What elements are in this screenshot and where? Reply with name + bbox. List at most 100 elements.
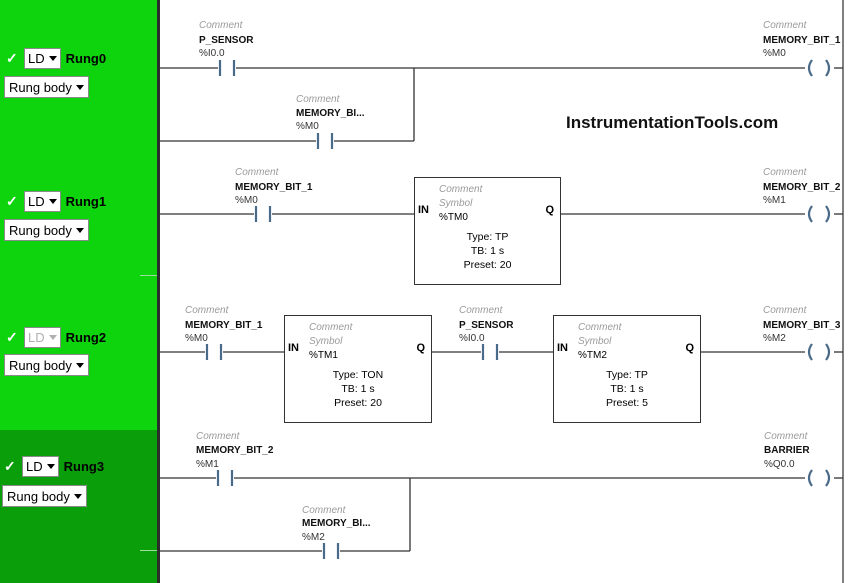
language-dropdown[interactable]: LD [24,327,61,348]
contact-comment: Comment [185,305,229,316]
checkmark-icon[interactable]: ✓ [6,50,18,66]
contact-address: %M0 [235,195,258,206]
timer-comment: Comment [578,322,622,333]
timer-symbol: Symbol [309,336,343,347]
coil-address: %M1 [763,195,786,206]
checkmark-icon[interactable]: ✓ [6,193,18,209]
rung-body-label: Rung body [7,488,70,504]
coil-comment: Comment [763,20,807,31]
rung1-header[interactable] [0,141,157,288]
contact-tag[interactable]: MEMORY_BIT_2 [196,445,274,456]
timer-params: Type: TP TB: 1 s Preset: 5 [554,368,700,410]
timer-symbol: Symbol [578,336,612,347]
timer-timebase: TB: 1 s [610,383,644,395]
rung-body-dropdown[interactable]: Rung body [2,485,87,507]
timer-timebase: TB: 1 s [470,245,505,257]
contact-tag[interactable]: MEMORY_BI... [296,108,365,119]
timer-symbol: Symbol [439,198,473,209]
language-value: LD [28,51,45,66]
power-rail-left [157,0,160,583]
caret-down-icon [75,84,84,90]
timer-type: Type: TP [466,231,509,243]
timer-block-tm2[interactable]: IN Q Comment Symbol %TM2 Type: TP TB: 1 … [553,315,701,423]
sidebar-divider [140,275,157,276]
contact-address: %I0.0 [199,48,225,59]
rung-body-dropdown[interactable]: Rung body [4,354,89,376]
language-dropdown[interactable]: LD [24,48,61,69]
rung-body-label: Rung body [9,222,72,238]
contact-address: %M1 [196,459,219,470]
timer-name: %TM0 [439,212,468,223]
contact-comment: Comment [296,94,340,105]
contact-tag[interactable]: P_SENSOR [459,320,514,331]
timer-output-label: Q [545,204,554,216]
timer-input-label: IN [557,342,568,354]
timer-block-tm0[interactable]: IN Q Comment Symbol %TM0 Type: TP TB: 1 … [414,177,561,285]
rung2-controls: ✓ LD Rung2 [6,327,106,348]
contact-address: %I0.0 [459,333,485,344]
caret-down-icon [73,493,82,499]
caret-down-icon [46,464,55,469]
contact-comment: Comment [199,20,243,31]
coil-tag[interactable]: MEMORY_BIT_2 [763,182,841,193]
checkmark-icon[interactable]: ✓ [6,329,18,345]
contact-comment: Comment [235,167,279,178]
rung0-controls: ✓ LD Rung0 [6,48,106,69]
contact-comment: Comment [196,431,240,442]
coil-address: %Q0.0 [764,459,795,470]
rung3-controls: ✓ LD Rung3 [4,456,104,477]
caret-down-icon [75,362,84,368]
rung1-controls: ✓ LD Rung1 [6,191,106,212]
caret-down-icon [48,199,57,204]
coil-tag[interactable]: MEMORY_BIT_1 [763,35,841,46]
language-dropdown[interactable]: LD [24,191,61,212]
rung-body-label: Rung body [9,357,72,373]
coil-comment: Comment [764,431,808,442]
coil-tag[interactable]: BARRIER [764,445,810,456]
contact-tag[interactable]: MEMORY_BIT_1 [235,182,313,193]
timer-output-label: Q [685,342,694,354]
rung-name: Rung2 [65,330,107,345]
rung-name: Rung1 [65,194,107,209]
timer-comment: Comment [439,184,483,195]
timer-name: %TM2 [578,350,607,361]
contact-address: %M0 [296,121,319,132]
timer-input-label: IN [288,342,299,354]
timer-type: Type: TP [606,369,648,381]
language-value: LD [28,194,45,209]
timer-timebase: TB: 1 s [341,383,375,395]
rung-sidebar: ✓ LD Rung0 Rung body ✓ LD Rung1 Rung bod… [0,0,157,583]
coil-address: %M0 [763,48,786,59]
timer-type: Type: TON [332,369,384,381]
contact-comment: Comment [302,505,346,516]
checkmark-icon[interactable]: ✓ [4,458,16,474]
coil-address: %M2 [763,333,786,344]
coil-comment: Comment [763,167,807,178]
contact-comment: Comment [459,305,503,316]
rung-body-dropdown[interactable]: Rung body [4,76,89,98]
language-dropdown[interactable]: LD [22,456,59,477]
watermark-text: InstrumentationTools.com [566,113,779,132]
caret-down-icon [75,227,84,233]
caret-down-icon [48,335,57,340]
rung0-header[interactable] [0,0,157,141]
timer-preset: Preset: 20 [463,259,512,271]
timer-output-label: Q [416,342,425,354]
contact-tag[interactable]: MEMORY_BI... [302,518,371,529]
timer-comment: Comment [309,322,353,333]
rung-body-label: Rung body [9,79,72,95]
timer-params: Type: TON TB: 1 s Preset: 20 [285,368,431,410]
rung-name: Rung3 [63,459,105,474]
rung-name: Rung0 [65,51,107,66]
timer-block-tm1[interactable]: IN Q Comment Symbol %TM1 Type: TON TB: 1… [284,315,432,423]
timer-preset: Preset: 5 [605,397,649,409]
contact-tag[interactable]: MEMORY_BIT_1 [185,320,263,331]
timer-name: %TM1 [309,350,338,361]
contact-address: %M2 [302,532,325,543]
contact-tag[interactable]: P_SENSOR [199,35,254,46]
coil-tag[interactable]: MEMORY_BIT_3 [763,320,841,331]
timer-input-label: IN [418,204,429,216]
rung-body-dropdown[interactable]: Rung body [4,219,89,241]
coil-comment: Comment [763,305,807,316]
